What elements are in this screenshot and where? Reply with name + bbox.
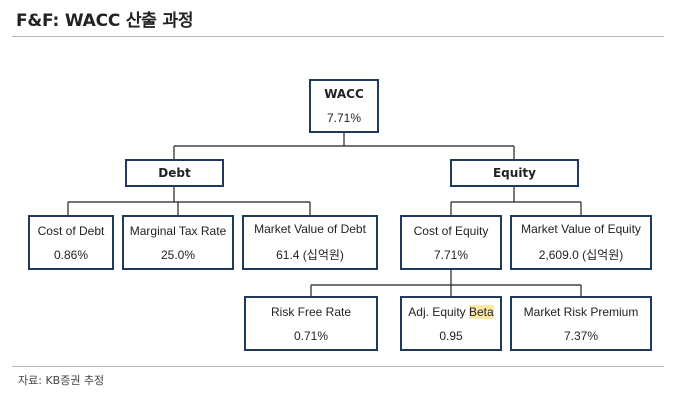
market-value-of-debt-value: 61.4 (십억원) [276, 248, 344, 262]
cost-of-equity-value: 7.71% [433, 247, 469, 262]
market-value-of-equity-label: Market Value of Equity [521, 222, 641, 236]
market-value-of-debt-label: Market Value of Debt [254, 222, 366, 236]
wacc-box: WACC 7.71% [309, 79, 379, 133]
bottom-divider [12, 366, 664, 367]
risk-free-rate-value: 0.71% [293, 328, 329, 343]
adj-equity-beta-box: Adj. Equity Beta 0.95 [400, 296, 502, 351]
marginal-tax-rate-label: Marginal Tax Rate [129, 223, 227, 238]
source-note: 자료: KB증권 추정 [18, 374, 105, 387]
marginal-tax-rate-value: 25.0% [160, 247, 196, 262]
adj-equity-beta-label: Adj. Equity Beta [408, 304, 494, 319]
equity-label: Equity [492, 166, 536, 180]
market-value-of-equity-box: Market Value of Equity 2,609.0 (십억원) [510, 215, 652, 270]
debt-box: Debt [125, 159, 224, 187]
cost-of-debt-value: 0.86% [53, 247, 89, 262]
cost-of-debt-box: Cost of Debt 0.86% [28, 215, 114, 270]
market-risk-premium-value: 7.37% [563, 328, 599, 343]
market-risk-premium-box: Market Risk Premium 7.37% [510, 296, 652, 351]
risk-free-rate-label: Risk Free Rate [270, 304, 352, 319]
market-value-of-debt-box: Market Value of Debt 61.4 (십억원) [242, 215, 378, 270]
marginal-tax-rate-box: Marginal Tax Rate 25.0% [122, 215, 234, 270]
wacc-label: WACC [324, 87, 364, 101]
page-title: F&F: WACC 산출 과정 [16, 11, 194, 31]
adj-equity-label-text: Adj. Equity [408, 304, 469, 319]
market-value-of-equity-value: 2,609.0 (십억원) [538, 248, 624, 262]
beta-highlight: Beta [469, 304, 494, 319]
cost-of-debt-label: Cost of Debt [37, 223, 105, 238]
adj-equity-beta-value: 0.95 [439, 328, 463, 343]
cost-of-equity-box: Cost of Equity 7.71% [400, 215, 502, 270]
debt-label: Debt [158, 166, 191, 180]
top-divider [12, 36, 664, 37]
risk-free-rate-box: Risk Free Rate 0.71% [244, 296, 378, 351]
market-risk-premium-label: Market Risk Premium [523, 304, 639, 319]
wacc-value: 7.71% [326, 111, 362, 125]
equity-box: Equity [450, 159, 579, 187]
cost-of-equity-label: Cost of Equity [413, 223, 489, 238]
